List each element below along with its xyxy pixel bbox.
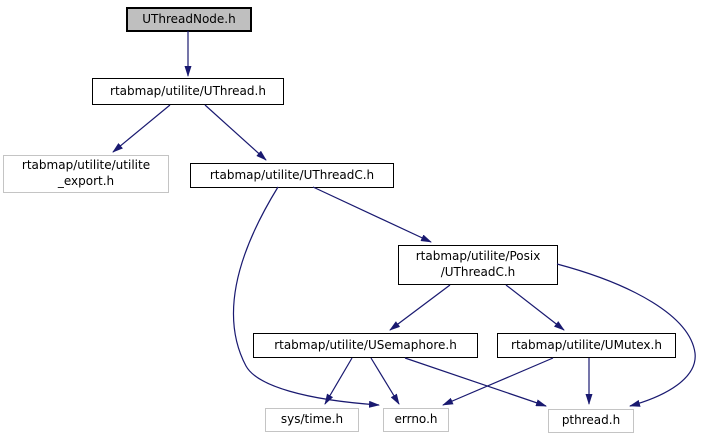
node-label: errno.h [394, 412, 438, 427]
edge-usemaphore-sys-time [324, 357, 353, 405]
edge-posix-usemaphore [389, 284, 451, 331]
node-errno-h: errno.h [383, 408, 449, 432]
node-pthread-h: pthread.h [548, 409, 634, 433]
edge-uthreadc-errno [232, 186, 380, 408]
node-label: rtabmap/utilite/UThread.h [110, 83, 266, 98]
edge-umutex-errno [442, 357, 554, 406]
node-uthread-h[interactable]: rtabmap/utilite/UThread.h [92, 78, 284, 105]
node-utilite-export-h: rtabmap/utilite/utilite _export.h [3, 155, 169, 193]
edge-usemaphore-pthread [404, 357, 547, 407]
edge-posix-umutex [505, 284, 565, 331]
edge-uthread-utilite-export [112, 104, 171, 153]
node-sys-time-h: sys/time.h [265, 408, 359, 432]
node-uthreadnode-h: UThreadNode.h [126, 7, 252, 32]
node-label: rtabmap/utilite/UMutex.h [511, 337, 662, 352]
node-usemaphore-h[interactable]: rtabmap/utilite/USemaphore.h [253, 333, 478, 358]
node-label: rtabmap/utilite/UThreadC.h [209, 167, 375, 182]
node-label: UThreadNode.h [142, 11, 236, 26]
node-uthreadc-h[interactable]: rtabmap/utilite/UThreadC.h [190, 163, 394, 188]
node-posix-uthreadc-h[interactable]: rtabmap/utilite/Posix /UThreadC.h [398, 245, 558, 285]
node-label: rtabmap/utilite/Posix /UThreadC.h [415, 249, 541, 279]
edge-uthread-uthreadc [204, 104, 267, 161]
node-label: sys/time.h [280, 412, 344, 427]
node-label: rtabmap/utilite/USemaphore.h [274, 337, 457, 352]
node-label: pthread.h [561, 413, 621, 428]
edge-usemaphore-errno [370, 357, 400, 405]
node-label: rtabmap/utilite/utilite _export.h [21, 158, 151, 188]
node-umutex-h[interactable]: rtabmap/utilite/UMutex.h [497, 333, 676, 358]
edge-uthreadc-posix-uthreadc [312, 186, 432, 243]
